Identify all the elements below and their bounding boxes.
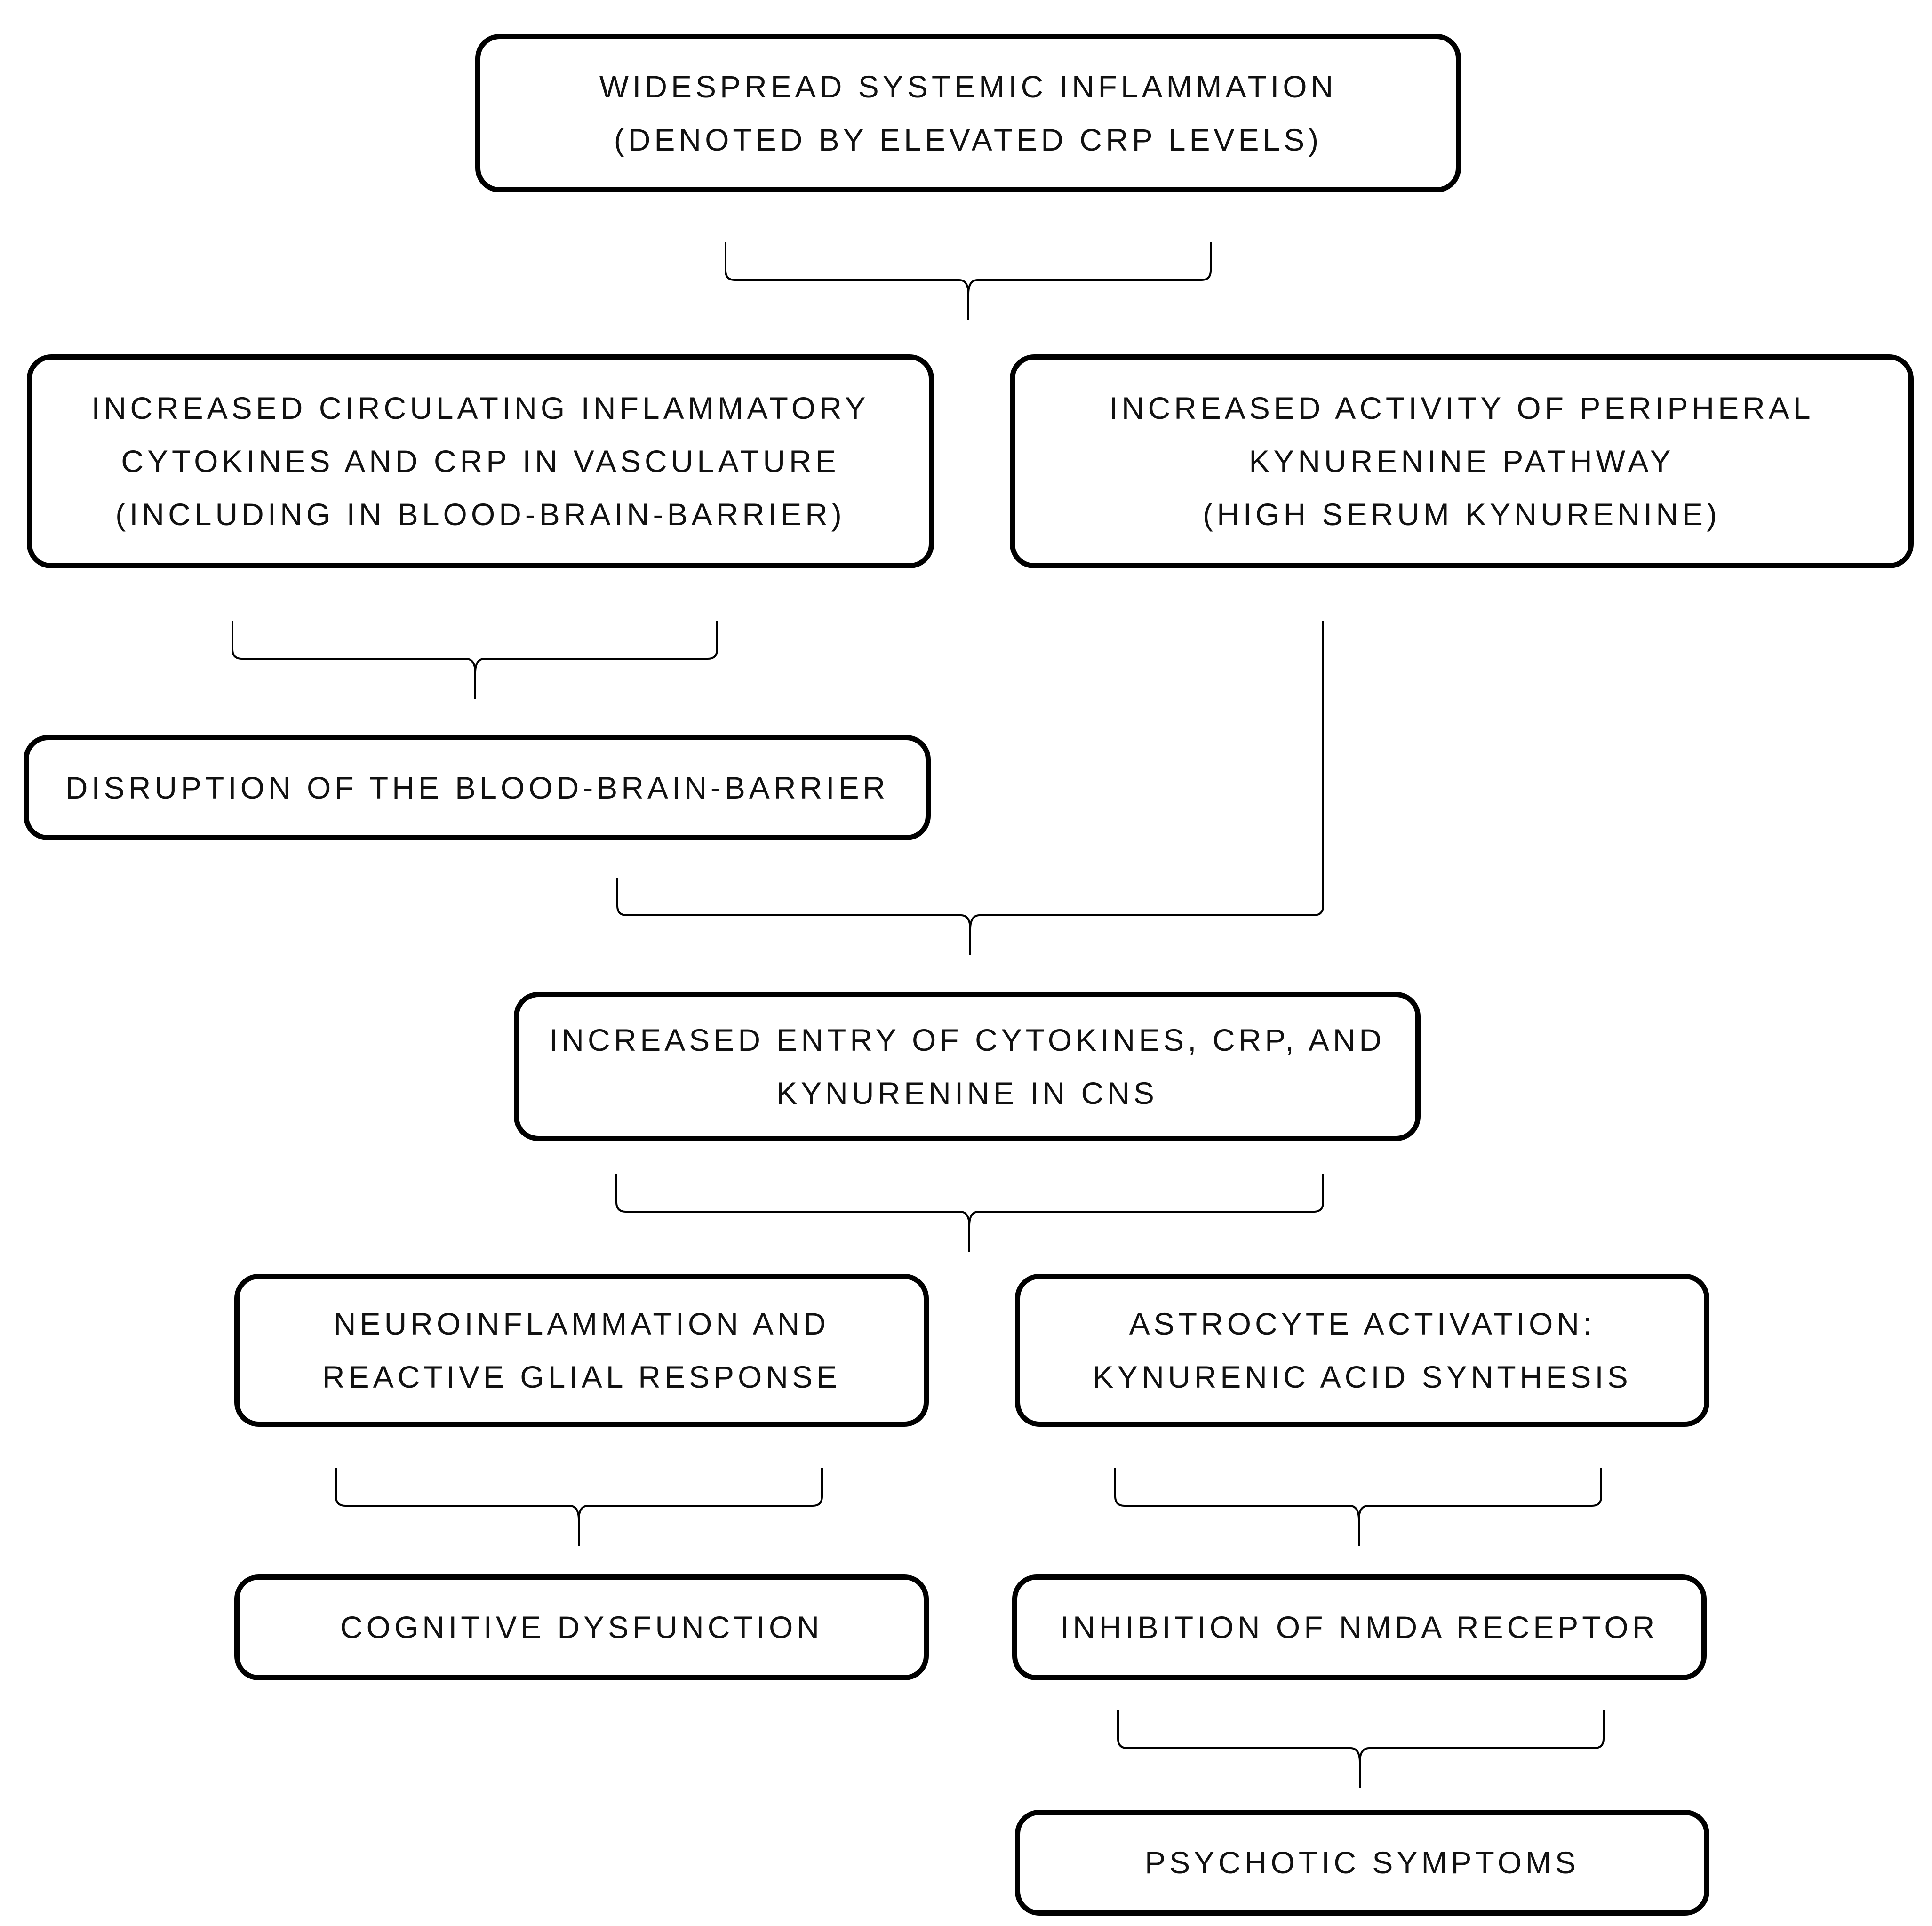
- box-text-line: INCREASED CIRCULATING INFLAMMATORY: [91, 391, 870, 425]
- box-psychotic-symptoms: PSYCHOTIC SYMPTOMS: [1015, 1810, 1709, 1916]
- box-neuroinflammation: NEUROINFLAMMATION AND REACTIVE GLIAL RES…: [234, 1274, 929, 1427]
- box-text-line: KYNURENIC ACID SYNTHESIS: [1093, 1359, 1632, 1394]
- box-text-line: NEUROINFLAMMATION AND: [333, 1306, 830, 1341]
- box-systemic-inflammation: WIDESPREAD SYSTEMIC INFLAMMATION (DENOTE…: [475, 34, 1461, 192]
- box-text-line: INHIBITION OF NMDA RECEPTOR: [1060, 1610, 1659, 1645]
- brace-connector-inflammation-to-effects: [725, 242, 1212, 320]
- box-circulating-cytokines: INCREASED CIRCULATING INFLAMMATORY CYTOK…: [27, 354, 934, 568]
- box-text-line: DISRUPTION OF THE BLOOD-BRAIN-BARRIER: [65, 770, 889, 805]
- brace-connector-astro-to-nmda: [1114, 1468, 1602, 1546]
- brace-connector-cytokines-to-bbb: [232, 621, 718, 699]
- box-cognitive-dysfunction: COGNITIVE DYSFUNCTION: [234, 1574, 929, 1680]
- box-text-line: KYNURENINE PATHWAY: [1249, 444, 1675, 479]
- box-astrocyte-activation: ASTROCYTE ACTIVATION: KYNURENIC ACID SYN…: [1015, 1274, 1709, 1427]
- box-text-line: COGNITIVE DYSFUNCTION: [340, 1610, 823, 1645]
- box-text-line: KYNURENINE IN CNS: [776, 1075, 1158, 1111]
- box-cns-entry: INCREASED ENTRY OF CYTOKINES, CRP, AND K…: [514, 992, 1421, 1141]
- box-text-line: CYTOKINES AND CRP IN VASCULATURE: [121, 444, 840, 479]
- box-text-line: (INCLUDING IN BLOOD-BRAIN-BARRIER): [115, 497, 846, 532]
- box-text-line: INCREASED ACTIVITY OF PERIPHERAL: [1109, 391, 1814, 425]
- brace-connector-neuro-to-cognitive: [335, 1468, 823, 1546]
- box-bbb-disruption: DISRUPTION OF THE BLOOD-BRAIN-BARRIER: [24, 735, 931, 840]
- box-text-line: WIDESPREAD SYSTEMIC INFLAMMATION: [599, 69, 1337, 104]
- box-kynurenine-pathway: INCREASED ACTIVITY OF PERIPHERAL KYNUREN…: [1010, 354, 1914, 568]
- box-text-line: (HIGH SERUM KYNURENINE): [1203, 497, 1721, 532]
- box-text-line: PSYCHOTIC SYMPTOMS: [1145, 1845, 1580, 1880]
- brace-connector-cns-to-effects: [615, 1174, 1324, 1252]
- box-text-line: ASTROCYTE ACTIVATION:: [1129, 1306, 1596, 1341]
- box-nmda-inhibition: INHIBITION OF NMDA RECEPTOR: [1012, 1574, 1707, 1680]
- box-text-line: (DENOTED BY ELEVATED CRP LEVELS): [614, 122, 1323, 157]
- box-text-line: REACTIVE GLIAL RESPONSE: [322, 1359, 841, 1394]
- brace-connector-to-cns-entry: [616, 878, 1324, 955]
- box-text-line: INCREASED ENTRY OF CYTOKINES, CRP, AND: [549, 1022, 1386, 1057]
- brace-connector-nmda-to-psychotic: [1117, 1710, 1605, 1788]
